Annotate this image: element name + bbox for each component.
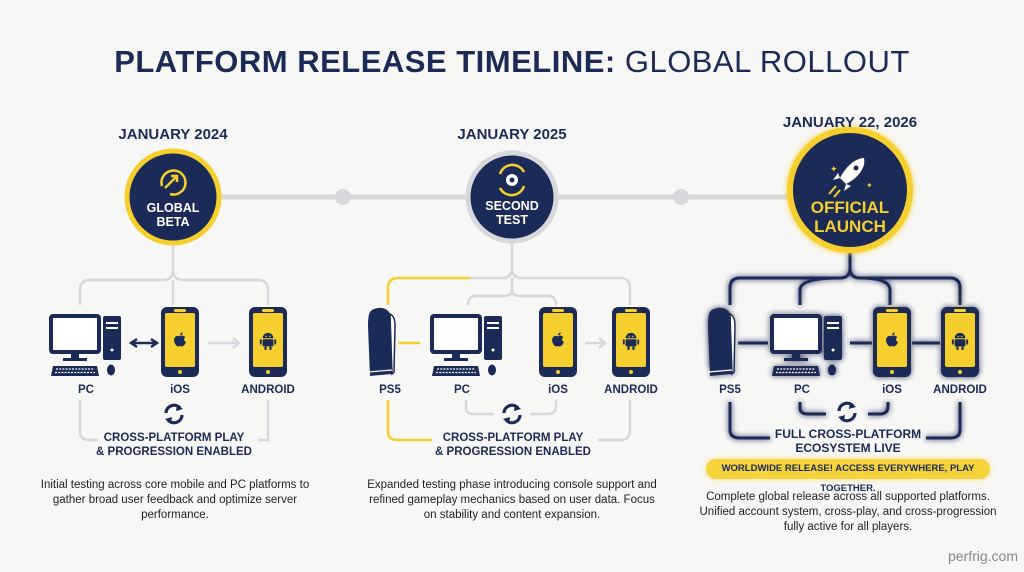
- svg-text:✦: ✦: [866, 181, 873, 190]
- growth-arrow-icon: [160, 169, 187, 196]
- cross-platform-note: CROSS-PLATFORM PLAY& PROGRESSION ENABLED: [96, 432, 252, 458]
- arrow-icon: [585, 337, 607, 349]
- arrow-icon: [128, 337, 160, 349]
- timeline-dot: [673, 189, 689, 205]
- sync-icon: [163, 402, 185, 426]
- pc-icon: [770, 314, 844, 378]
- platform-label: PC: [78, 384, 94, 396]
- platform-label: PS5: [379, 384, 401, 396]
- platform-label: ANDROID: [241, 384, 295, 396]
- platform-label: ANDROID: [604, 384, 658, 396]
- page-title: PLATFORM RELEASE TIMELINE: GLOBAL ROLLOU…: [114, 44, 910, 79]
- phase-date: JANUARY 22, 2026: [782, 114, 918, 131]
- ps5-icon: [707, 307, 736, 377]
- phase-date: JANUARY 2025: [457, 126, 567, 143]
- phase2-connectors: [386, 241, 632, 442]
- phase-description: Expanded testing phase introducing conso…: [367, 479, 657, 521]
- watermark: perfrig.com: [947, 548, 1018, 564]
- phase3-connectors: [728, 252, 962, 440]
- platform-label: iOS: [548, 384, 568, 396]
- gear-refresh-icon: [498, 163, 526, 197]
- platform-label: iOS: [882, 384, 902, 396]
- sync-icon: [836, 400, 858, 424]
- milestone-official-launch: ✦ ✦: [787, 127, 913, 253]
- platform-label: ANDROID: [933, 384, 987, 396]
- sync-icon: [501, 402, 523, 426]
- platform-label: PC: [794, 384, 810, 396]
- platform-label: iOS: [170, 384, 190, 396]
- arrow-icon: [208, 337, 241, 349]
- milestone-second-test: [465, 150, 559, 244]
- milestone-global-beta: [124, 148, 222, 246]
- pc-icon: [49, 314, 123, 378]
- svg-text:✦: ✦: [830, 164, 838, 174]
- phase-description: Complete global release across all suppo…: [699, 491, 997, 533]
- rocket-icon: ✦ ✦: [828, 158, 873, 198]
- cross-platform-note: CROSS-PLATFORM PLAY& PROGRESSION ENABLED: [435, 432, 591, 458]
- timeline-dot: [335, 189, 351, 205]
- phase-description: Initial testing across core mobile and P…: [40, 479, 310, 521]
- platform-label: PC: [454, 384, 470, 396]
- platform-label: PS5: [719, 384, 741, 396]
- phase-date: JANUARY 2024: [118, 126, 228, 143]
- phase1-connectors: [78, 243, 270, 442]
- ps5-icon: [367, 307, 396, 377]
- release-banner: WORLDWIDE RELEASE! ACCESS EVERYWHERE, PL…: [706, 459, 990, 494]
- pc-icon: [430, 314, 504, 378]
